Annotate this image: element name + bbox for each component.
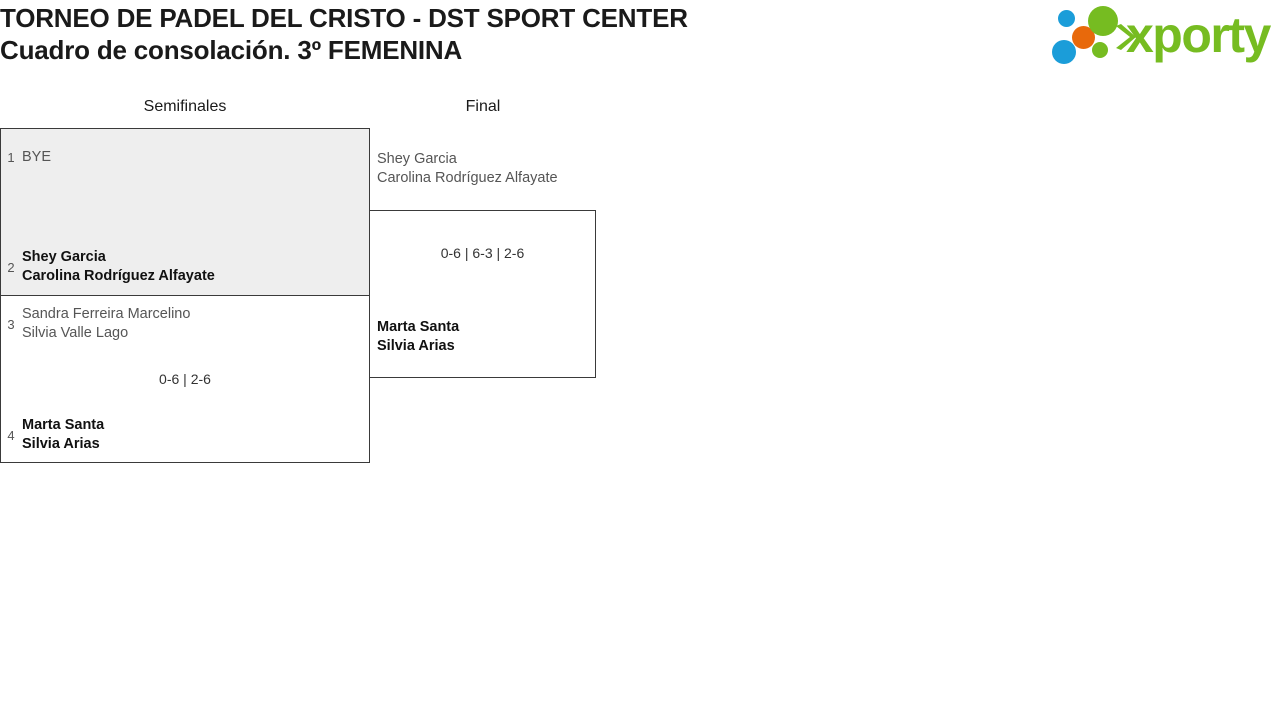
round-header-semifinales: Semifinales <box>143 98 227 115</box>
match-box-semifinal-1[interactable] <box>0 128 370 296</box>
team-player-1: Shey Garcia <box>22 249 106 265</box>
logo-chevron-icon <box>1116 24 1136 50</box>
team-names: Shey Garcia Carolina Rodríguez Alfayate <box>22 248 215 286</box>
round-header-final: Final <box>465 98 501 115</box>
match-score-final: 0-6 | 6-3 | 2-6 <box>440 245 525 261</box>
entry-semifinal-1-bottom[interactable]: 2 Shey Garcia Carolina Rodríguez Alfayat… <box>0 247 370 287</box>
entry-final-top[interactable]: Shey Garcia Carolina Rodríguez Alfayate <box>377 149 657 189</box>
team-player-1: Marta Santa <box>377 319 460 335</box>
team-player-1: Marta Santa <box>22 417 105 433</box>
team-player-1: BYE <box>22 148 52 165</box>
team-player-2: Silvia Arias <box>377 338 455 354</box>
entry-semifinal-2-bottom[interactable]: 4 Marta Santa Silvia Arias <box>0 415 370 455</box>
logo-dot-green-large <box>1088 6 1118 36</box>
match-box-final[interactable] <box>369 210 596 378</box>
logo-wordmark: xporty <box>1126 7 1271 63</box>
logo-dot-orange <box>1072 26 1095 49</box>
team-player-1: Shey Garcia <box>377 151 457 167</box>
seed-number: 2 <box>7 259 15 275</box>
team-player-2: Silvia Arias <box>22 436 100 452</box>
entry-semifinal-1-top[interactable]: 1 BYE <box>0 146 370 168</box>
bracket-subtitle: Cuadro de consolación. 3º FEMENINA <box>0 35 463 65</box>
page-header: TORNEO DE PADEL DEL CRISTO - DST SPORT C… <box>0 0 1280 90</box>
seed-number: 3 <box>7 316 15 332</box>
team-names: Shey Garcia Carolina Rodríguez Alfayate <box>377 150 558 188</box>
team-player-2: Carolina Rodríguez Alfayate <box>377 170 558 186</box>
team-player-2: Carolina Rodríguez Alfayate <box>22 268 215 284</box>
team-player-1: Sandra Ferreira Marcelino <box>22 306 191 322</box>
logo-dot-blue-small <box>1058 10 1075 27</box>
team-player-2: Silvia Valle Lago <box>22 325 129 341</box>
team-names: Sandra Ferreira Marcelino Silvia Valle L… <box>22 305 190 343</box>
logo-dot-blue-large <box>1052 40 1076 64</box>
team-names: BYE <box>22 148 51 167</box>
seed-number: 4 <box>7 427 15 443</box>
tournament-title-block: TORNEO DE PADEL DEL CRISTO - DST SPORT C… <box>0 2 1000 66</box>
entry-semifinal-2-top[interactable]: 3 Sandra Ferreira Marcelino Silvia Valle… <box>0 304 370 344</box>
match-score-semifinal-2: 0-6 | 2-6 <box>159 371 211 387</box>
xporty-logo[interactable]: xporty <box>1048 4 1276 66</box>
tournament-name: TORNEO DE PADEL DEL CRISTO - DST SPORT C… <box>0 3 688 33</box>
match-box-semifinal-2[interactable] <box>0 295 370 463</box>
entry-final-bottom[interactable]: Marta Santa Silvia Arias <box>377 317 657 357</box>
logo-dot-green-small <box>1092 42 1108 58</box>
team-names: Marta Santa Silvia Arias <box>377 318 459 356</box>
logo-dots-icon <box>1048 4 1136 66</box>
seed-number: 1 <box>7 149 15 165</box>
team-names: Marta Santa Silvia Arias <box>22 416 104 454</box>
